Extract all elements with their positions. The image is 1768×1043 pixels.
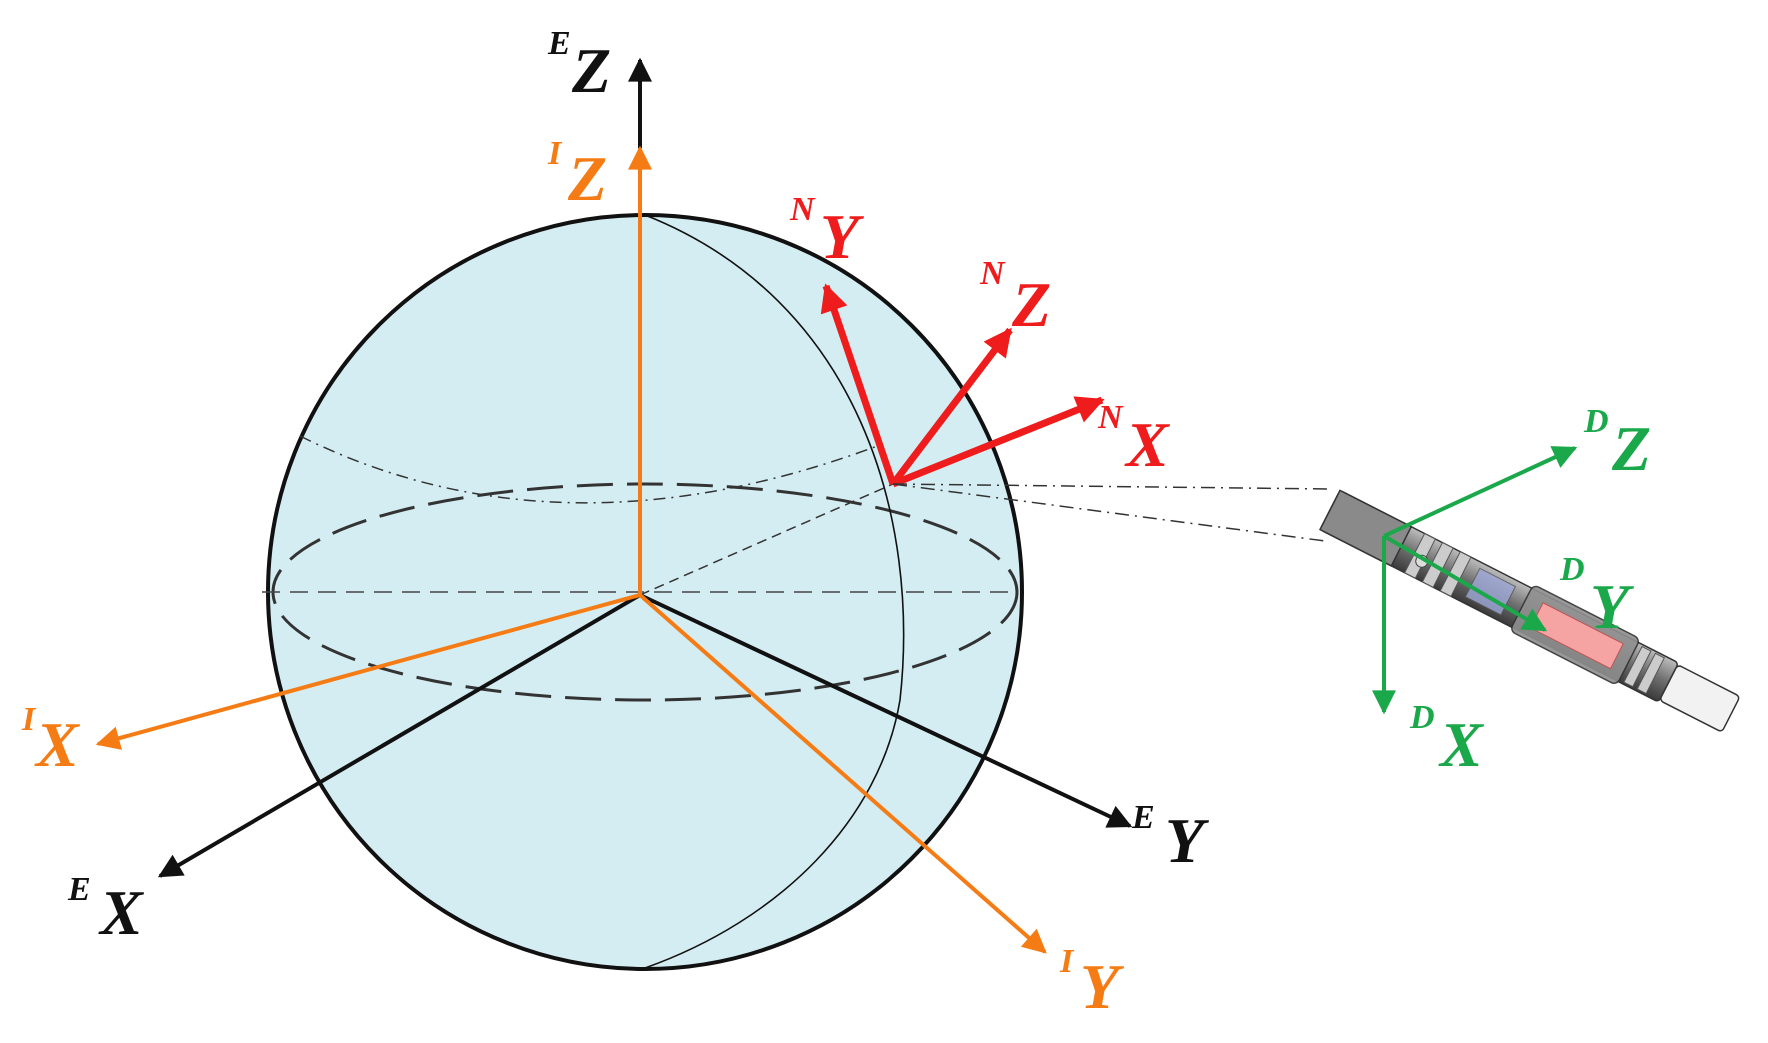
label-earth-z: E Z <box>547 25 611 106</box>
label-device-z: D Z <box>1583 403 1651 484</box>
navigation-z-axis <box>890 327 1013 487</box>
svg-text:X: X <box>34 709 80 780</box>
label-inertial-z: I Z <box>547 135 607 214</box>
navigation-y-axis <box>820 283 897 486</box>
label-navigation-z: N Z <box>979 255 1051 340</box>
radius-line <box>639 483 894 596</box>
svg-text:Z: Z <box>567 143 607 214</box>
svg-text:X: X <box>98 877 144 948</box>
svg-text:Y: Y <box>820 201 864 272</box>
label-earth-y: E Y <box>1131 799 1209 876</box>
svg-text:Y: Y <box>1080 951 1124 1022</box>
device-z-axis <box>1383 446 1578 538</box>
label-device-y: D Y <box>1559 551 1634 642</box>
svg-text:N: N <box>1097 399 1124 436</box>
svg-text:Z: Z <box>1011 269 1051 340</box>
device-tool <box>1319 489 1740 732</box>
connector-line-bottom <box>892 483 1326 542</box>
svg-text:I: I <box>547 135 563 172</box>
label-navigation-y: N Y <box>789 191 864 272</box>
latitude-arc <box>299 435 881 504</box>
svg-text:I: I <box>1059 943 1075 980</box>
svg-text:X: X <box>1438 709 1484 780</box>
svg-text:E: E <box>67 871 91 908</box>
label-navigation-x: N X <box>1097 399 1170 480</box>
connector-line-top <box>892 483 1331 490</box>
svg-text:E: E <box>1131 799 1155 836</box>
svg-text:Z: Z <box>571 35 611 106</box>
svg-text:Y: Y <box>1165 805 1209 876</box>
label-earth-x: E X <box>67 871 144 948</box>
svg-text:D: D <box>1583 403 1609 440</box>
svg-text:N: N <box>979 255 1006 292</box>
label-device-x: D X <box>1409 699 1484 780</box>
svg-text:I: I <box>21 701 37 738</box>
svg-text:Z: Z <box>1611 413 1651 484</box>
label-inertial-x: I X <box>21 701 80 780</box>
svg-text:Y: Y <box>1590 571 1634 642</box>
navigation-x-axis <box>891 396 1105 488</box>
device-y-axis <box>1382 534 1548 632</box>
svg-text:D: D <box>1409 699 1435 736</box>
earth-y-axis <box>639 593 1133 828</box>
svg-text:X: X <box>1124 409 1170 480</box>
label-inertial-y: I Y <box>1059 943 1124 1022</box>
meridian-arc <box>644 214 905 969</box>
earth-x-axis <box>157 593 642 878</box>
inertial-y-axis <box>638 593 1047 954</box>
svg-text:N: N <box>789 191 816 228</box>
svg-text:D: D <box>1559 551 1585 588</box>
svg-text:E: E <box>547 25 571 62</box>
inertial-x-axis <box>95 593 641 750</box>
